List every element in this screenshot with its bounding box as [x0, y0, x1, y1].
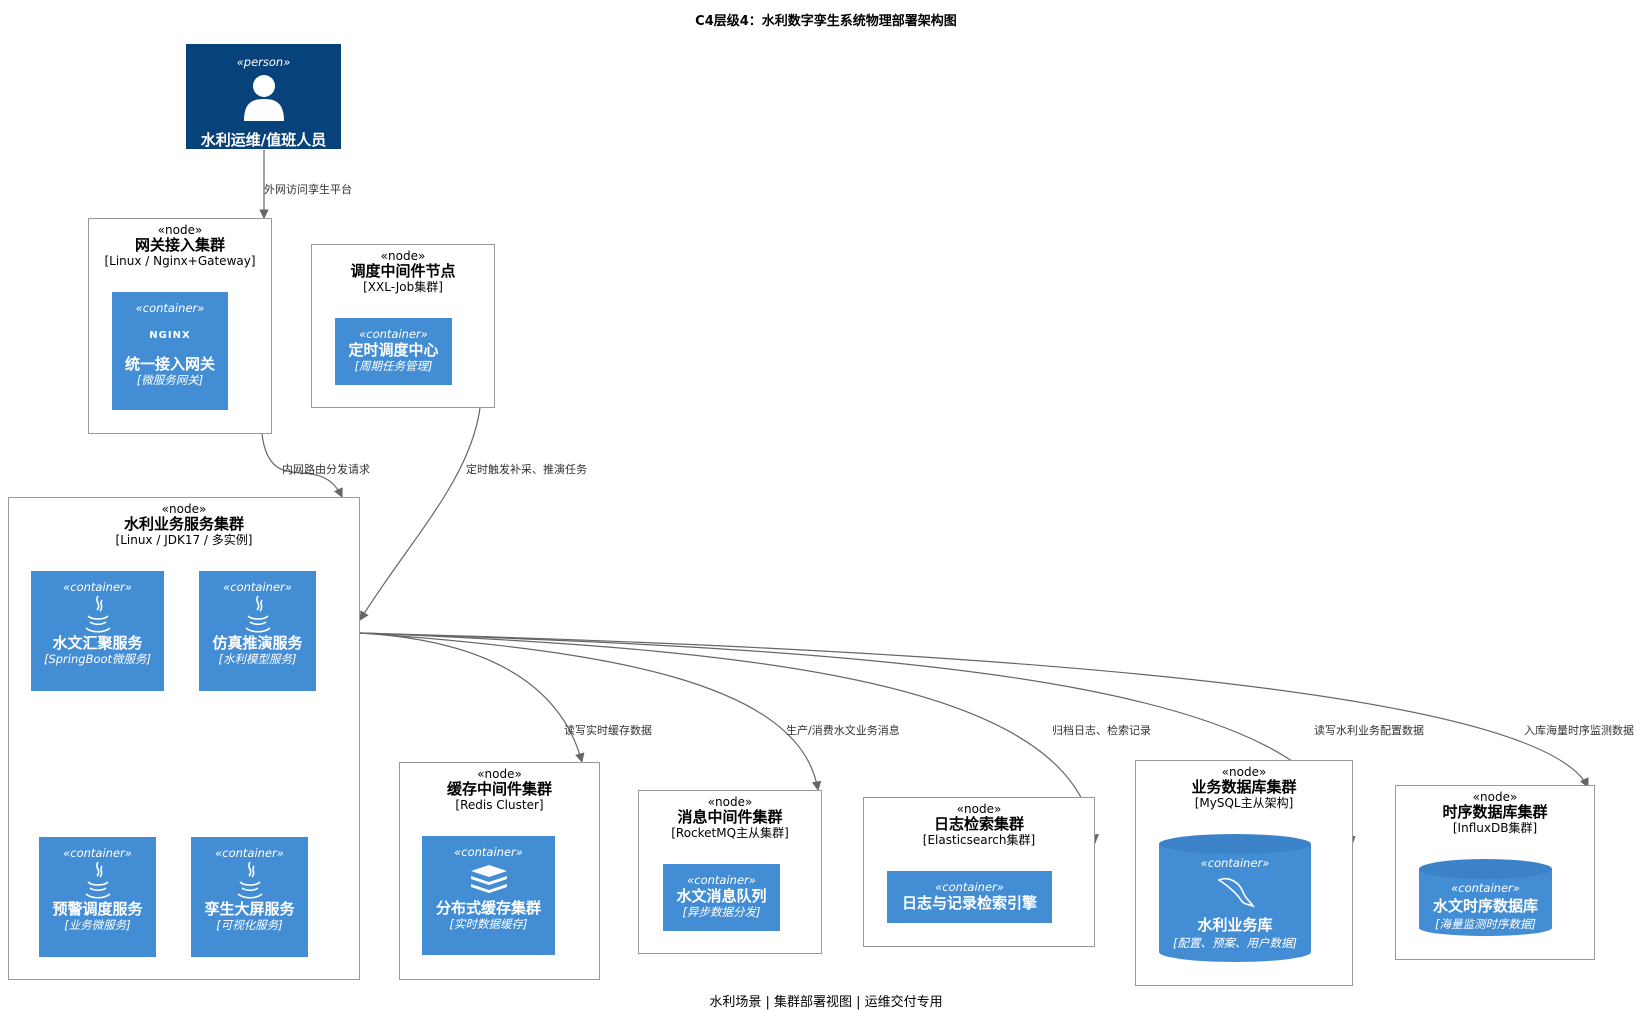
container-name: 统一接入网关	[124, 355, 215, 373]
container-scheduler[interactable]: «container» 定时调度中心 [周期任务管理]	[335, 318, 452, 385]
container-desc: [配置、预案、用户数据]	[1173, 936, 1297, 950]
node-name: 业务数据库集群	[1191, 778, 1297, 796]
java-icon	[39, 860, 156, 900]
node-tech: [XXL-Job集群]	[363, 280, 443, 294]
edge-label-service-log: 归档日志、检索记录	[1052, 724, 1151, 737]
node-tech: [Redis Cluster]	[455, 798, 544, 812]
container-log[interactable]: «container» 日志与记录检索引擎	[887, 871, 1052, 923]
edge-service-log	[359, 632, 1099, 844]
person-name: 水利运维/值班人员	[200, 131, 327, 149]
node-tech: [Linux / JDK17 / 多实例]	[115, 533, 253, 547]
edge-label-gateway-service: 内网路由分发请求	[282, 463, 370, 476]
container-name: 预警调度服务	[52, 900, 143, 918]
container-gateway[interactable]: «container» NGINX 统一接入网关 [微服务网关]	[112, 292, 228, 410]
container-stereotype: «container»	[1200, 856, 1270, 870]
edge-label-service-mysql: 读写水利业务配置数据	[1314, 724, 1424, 737]
container-stereotype: «container»	[215, 846, 284, 860]
edge-label-service-mq: 生产/消费水文业务消息	[786, 724, 900, 737]
node-name: 网关接入集群	[134, 236, 225, 254]
node-name: 时序数据库集群	[1442, 803, 1548, 821]
node-name: 调度中间件节点	[350, 262, 456, 280]
container-stereotype: «container»	[135, 301, 205, 315]
container-mysql[interactable]: «container» 水利业务库 [配置、预案、用户数据]	[1159, 834, 1311, 962]
node-tech: [Linux / Nginx+Gateway]	[104, 254, 256, 268]
mysql-dolphin-icon	[1159, 870, 1311, 914]
container-stereotype: «container»	[1451, 881, 1520, 895]
container-desc: [业务微服务]	[64, 918, 131, 932]
node-tech: [Elasticsearch集群]	[922, 833, 1036, 847]
container-name: 水文消息队列	[676, 887, 767, 905]
container-desc: [异步数据分发]	[682, 905, 761, 919]
node-name: 水利业务服务集群	[123, 515, 244, 533]
container-desc: [实时数据缓存]	[449, 917, 528, 931]
node-tech: [RocketMQ主从集群]	[671, 826, 789, 840]
node-stereotype: «node»	[380, 249, 426, 263]
edge-service-tsdb	[359, 632, 1589, 788]
node-name: 消息中间件集群	[677, 808, 783, 826]
edge-label-service-cache: 读写实时缓存数据	[564, 724, 652, 737]
edge-label-service-tsdb: 入库海量时序监测数据	[1524, 724, 1634, 737]
edge-gateway-service	[261, 433, 343, 498]
container-desc: [水利模型服务]	[218, 652, 297, 666]
container-stereotype: «container»	[687, 873, 756, 887]
edge-service-mq	[359, 632, 822, 791]
container-desc: [可视化服务]	[216, 918, 283, 932]
edge-label-scheduler-service: 定时触发补采、推演任务	[466, 463, 587, 476]
container-desc: [微服务网关]	[136, 373, 204, 387]
container-stereotype: «container»	[359, 327, 428, 341]
node-stereotype: «node»	[477, 767, 522, 781]
edge-label-person-gateway: 外网访问孪生平台	[264, 183, 352, 196]
container-stereotype: «container»	[935, 880, 1004, 894]
diagram-footer: 水利场景 | 集群部署视图 | 运维交付专用	[709, 995, 943, 1010]
nginx-icon: NGINX	[149, 329, 191, 341]
container-tsdb[interactable]: «container» 水文时序数据库 [海量监测时序数据]	[1419, 859, 1552, 936]
container-desc: [周期任务管理]	[354, 359, 433, 373]
person-operator[interactable]: «person» 水利运维/值班人员	[186, 44, 341, 149]
node-stereotype: «node»	[1221, 765, 1267, 779]
node-stereotype: «node»	[956, 802, 1002, 816]
node-name: 日志检索集群	[933, 815, 1024, 833]
container-name: 仿真推演服务	[212, 634, 303, 652]
redis-icon	[422, 859, 555, 899]
container-cache[interactable]: «container» 分布式缓存集群 [实时数据缓存]	[422, 836, 555, 955]
edge-scheduler-service	[359, 407, 481, 621]
node-tech: [InfluxDB集群]	[1452, 821, 1538, 835]
container-desc: [海量监测时序数据]	[1435, 917, 1536, 931]
java-icon	[199, 594, 316, 634]
container-name: 水利业务库	[1197, 916, 1273, 934]
java-icon	[191, 860, 308, 900]
container-sim[interactable]: «container» 仿真推演服务 [水利模型服务]	[199, 571, 316, 691]
container-screen[interactable]: «container» 孪生大屏服务 [可视化服务]	[191, 837, 308, 957]
node-stereotype: «node»	[707, 795, 753, 809]
container-name: 孪生大屏服务	[204, 900, 295, 918]
container-name: 定时调度中心	[348, 341, 439, 359]
java-icon	[31, 594, 164, 634]
container-hydro[interactable]: «container» 水文汇聚服务 [SpringBoot微服务]	[31, 571, 164, 691]
container-stereotype: «container»	[454, 845, 523, 859]
node-stereotype: «node»	[1472, 790, 1518, 804]
container-name: 日志与记录检索引擎	[901, 894, 1037, 912]
container-name: 水文时序数据库	[1432, 897, 1538, 915]
container-alert[interactable]: «container» 预警调度服务 [业务微服务]	[39, 837, 156, 957]
container-stereotype: «container»	[223, 580, 292, 594]
container-stereotype: «container»	[63, 846, 132, 860]
container-name: 分布式缓存集群	[435, 899, 541, 917]
node-stereotype: «node»	[161, 502, 207, 516]
edge-service-cache	[359, 632, 585, 763]
container-stereotype: «container»	[63, 580, 132, 594]
container-desc: [SpringBoot微服务]	[43, 652, 152, 666]
diagram-title: C4层级4：水利数字孪生系统物理部署架构图	[695, 14, 957, 29]
node-name: 缓存中间件集群	[446, 780, 552, 798]
node-tech: [MySQL主从架构]	[1194, 796, 1294, 810]
person-stereotype: «person»	[236, 55, 291, 69]
person-icon	[186, 73, 341, 125]
container-mq[interactable]: «container» 水文消息队列 [异步数据分发]	[663, 864, 780, 931]
container-name: 水文汇聚服务	[52, 634, 143, 652]
node-stereotype: «node»	[157, 223, 203, 237]
